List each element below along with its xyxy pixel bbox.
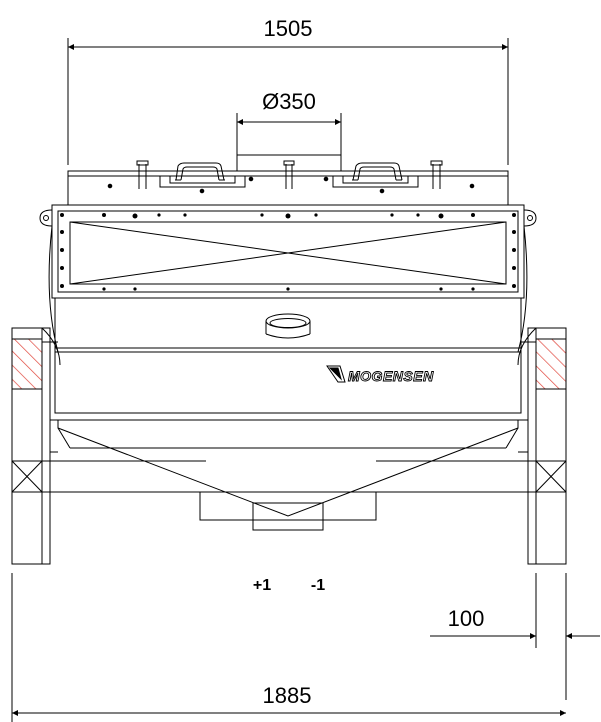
brand-logo-text: MOGENSEN xyxy=(348,368,434,384)
dim-label-100: 100 xyxy=(448,606,485,631)
outlet-ring xyxy=(265,313,311,339)
dimension-1885 xyxy=(11,573,566,722)
dim-label-diameter: Ø350 xyxy=(262,89,316,114)
sieve-frame xyxy=(39,204,537,299)
dim-label-1885: 1885 xyxy=(263,683,312,708)
hopper-cone xyxy=(57,420,519,531)
right-tyre-section-hatch xyxy=(535,338,567,390)
dimension-1505 xyxy=(67,38,509,165)
dim-label-1505: 1505 xyxy=(264,16,313,41)
mogensen-logo-mark xyxy=(326,365,346,383)
lid-handle-right xyxy=(332,162,419,188)
dimension-100 xyxy=(430,573,600,700)
chassis-beam xyxy=(12,447,566,493)
hopper-body xyxy=(48,225,528,421)
marker-plus: +1 xyxy=(253,577,271,594)
lid-handle-left xyxy=(159,162,246,188)
left-wheel-assembly xyxy=(11,327,61,565)
hopper-lid xyxy=(67,154,509,206)
left-tyre-section-hatch xyxy=(11,338,43,390)
marker-minus: -1 xyxy=(311,577,325,594)
dimension-diameter-350 xyxy=(236,113,342,158)
right-wheel-assembly xyxy=(517,327,567,565)
